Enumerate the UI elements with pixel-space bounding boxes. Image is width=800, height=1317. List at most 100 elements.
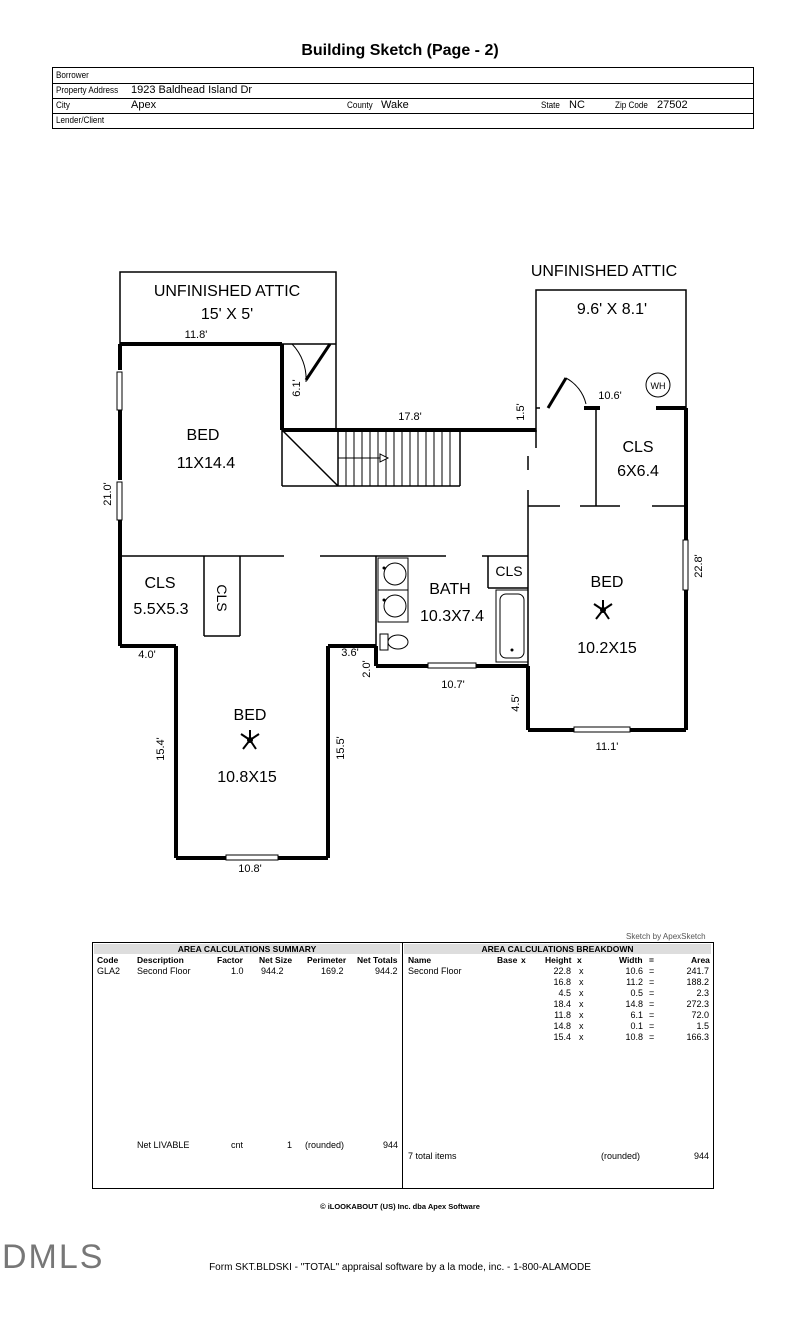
bath-fixtures [377,557,529,663]
dimension-label: 2.0' [361,660,373,677]
row-height: 22.8 [553,966,571,976]
row-area: 2.3 [696,988,709,998]
bed1-size: 11X14.4 [177,455,236,472]
dimension-label: 15.5' [335,736,347,760]
livable-unit: cnt [231,1140,244,1150]
dimension-label: 4.0' [138,649,155,661]
summary-description: Second Floor [137,966,191,976]
row-eq: = [649,1010,655,1020]
row-width: 0.5 [630,988,643,998]
copyright: © iLOOKABOUT (US) Inc. dba Apex Software [320,1202,480,1211]
cls-right-name: CLS [622,439,653,456]
city-value: Apex [131,99,157,111]
total-items-label: 7 total items [408,1151,457,1161]
summary-perimeter: 169.2 [321,966,344,976]
dimension-label: 17.8' [398,411,422,423]
zip-value: 27502 [657,99,688,111]
breakdown-header: x [521,955,526,965]
attic-right-size: 9.6' X 8.1' [577,301,647,318]
dimension-label: 1.5' [515,403,527,420]
stairs [338,430,451,486]
breakdown-header: x [577,955,582,965]
area-calculations: AREA CALCULATIONS SUMMARY AREA CALCULATI… [92,942,714,1189]
summary-title: AREA CALCULATIONS SUMMARY [94,944,400,954]
borrower-row: Borrower [53,68,753,84]
address-value: 1923 Baldhead Island Dr [131,84,253,96]
breakdown-header: Base [497,955,518,965]
bed2-size: 10.2X15 [577,640,637,657]
state-value: NC [569,99,585,111]
cls-bath-name: CLS [495,563,522,579]
dimension-label: 3.6' [341,647,358,659]
page-title: Building Sketch (Page - 2) [301,42,499,59]
row-height: 18.4 [553,999,571,1009]
row-eq: = [649,1021,655,1031]
row-height: 14.8 [553,1021,571,1031]
row-eq: = [649,966,655,976]
lender-label: Lender/Client [56,115,105,125]
row-eq: = [649,999,655,1009]
cls-left-size: 5.5X5.3 [133,601,188,618]
city-row: City Apex County Wake State NC Zip Code … [53,98,753,114]
row-x: x [579,999,584,1009]
bed1-name: BED [187,427,220,444]
row-area: 188.2 [686,977,709,987]
summary-factor: 1.0 [231,966,244,976]
attic-left-name: UNFINISHED ATTIC [154,283,300,300]
mls-logo: DMLS [2,1238,105,1276]
row-area: 272.3 [686,999,709,1009]
row-width: 6.1 [630,1010,643,1020]
row-eq: = [649,988,655,998]
lender-row: Lender/Client [53,113,753,128]
row-height: 15.4 [553,1032,571,1042]
water-heater [645,372,671,398]
address-label: Property Address [56,85,119,95]
livable-label: Net LIVABLE [137,1140,190,1150]
row-width: 10.6 [625,966,643,976]
ceiling-fan-icon [240,600,613,750]
row-area: 166.3 [686,1032,709,1042]
dimension-label: 4.5' [510,694,522,711]
summary-header: Perimeter [307,955,347,965]
livable-total: 944 [383,1140,399,1150]
breakdown-header: Height [545,955,572,965]
row-height: 16.8 [553,977,571,987]
row-x: x [579,1010,584,1020]
livable-rounded: (rounded) [305,1140,345,1150]
city-label: City [56,100,70,110]
table-divider [402,943,403,1188]
attic-right-wall [535,289,687,432]
county-label: County [347,100,373,110]
total-area: 944 [693,1151,709,1161]
row-width: 0.1 [630,1021,643,1031]
row-x: x [579,966,584,976]
water-heater-label: WH [651,381,666,391]
row-height: 11.8 [554,1010,571,1020]
summary-net-total: 944.2 [375,966,398,976]
row-width: 14.8 [625,999,643,1009]
floor-plan-sketch: UNFINISHED ATTIC 15' X 5' UNFINISHED ATT… [102,263,705,875]
row-eq: = [649,977,655,987]
summary-header: Net Totals [357,955,398,965]
summary-header: Description [137,955,184,965]
dimension-label: 10.7' [441,679,465,691]
form-footer: Form SKT.BLDSKI - "TOTAL" appraisal soft… [209,1262,591,1273]
cls-small-name: CLS [214,584,230,611]
cls-right-size: 6X6.4 [617,463,659,480]
total-rounded: (rounded) [601,1151,641,1161]
summary-header: Code [97,955,119,965]
row-x: x [579,988,584,998]
bath-size: 10.3X7.4 [420,608,484,625]
summary-header: Factor [217,955,243,965]
breakdown-title: AREA CALCULATIONS BREAKDOWN [404,944,711,954]
row-width: 11.2 [626,977,643,987]
row-x: x [579,1032,584,1042]
row-eq: = [649,1032,655,1042]
breakdown-header: Area [691,955,710,965]
row-area: 241.7 [686,966,709,976]
zip-label: Zip Code [615,100,648,110]
breakdown-name: Second Floor [408,966,462,976]
state-label: State [541,100,560,110]
summary-header: Net Size [259,955,293,965]
row-area: 1.5 [696,1021,709,1031]
